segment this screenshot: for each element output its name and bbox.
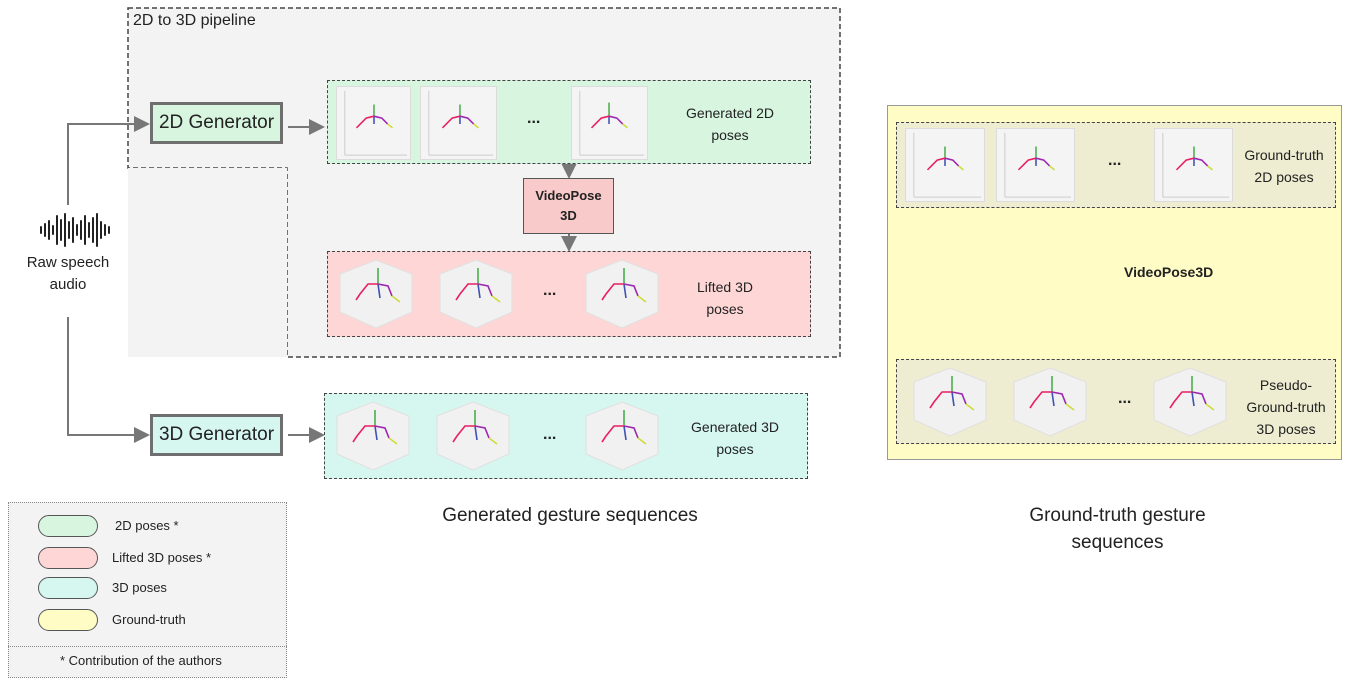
legend-footnote: * Contribution of the authors — [60, 653, 222, 668]
pose-2d-tile — [996, 128, 1075, 202]
ground-truth-caption: Ground-truth gesture sequences — [1029, 505, 1206, 553]
pose-2d-tile — [1154, 128, 1233, 202]
3d-generator-label: 3D Generator — [158, 424, 275, 445]
ellipsis: ... — [527, 110, 541, 127]
pose-3d-cube — [336, 256, 416, 332]
legend-divider — [8, 646, 287, 647]
ellipsis: ... — [543, 426, 557, 443]
pose-3d-cube — [436, 256, 516, 332]
videopose3d-box: VideoPose 3D — [523, 178, 614, 234]
legend-swatch-3d — [38, 577, 98, 599]
pose-2d-tile — [336, 86, 411, 160]
lifted-3d-label: Lifted 3D poses — [696, 279, 754, 317]
pose-3d-cube — [433, 398, 513, 474]
generated-caption: Generated gesture sequences — [442, 505, 698, 526]
legend-label: 2D poses * — [115, 518, 179, 533]
gt-videopose3d-label: VideoPose3D — [1124, 264, 1214, 280]
gt-2d-label: Ground-truth 2D poses — [1244, 147, 1324, 185]
pose-2d-tile — [420, 86, 497, 160]
videopose3d-label: VideoPose 3D — [535, 188, 602, 223]
pose-3d-cube — [582, 398, 662, 474]
pose-3d-cube — [333, 398, 413, 474]
legend-label: 3D poses — [112, 580, 167, 595]
gt-3d-label: Pseudo- Ground-truth 3D poses — [1246, 377, 1326, 437]
pose-3d-cube — [910, 364, 990, 440]
legend-swatch-2d — [38, 515, 98, 537]
pose-2d-tile — [905, 128, 985, 202]
audio-label: Raw speech audio — [26, 254, 110, 293]
ellipsis: ... — [543, 282, 557, 299]
legend-swatch-lifted — [38, 547, 98, 569]
generated-3d-label: Generated 3D poses — [691, 419, 779, 457]
legend-swatch-gt — [38, 609, 98, 631]
pose-3d-cube — [1010, 364, 1090, 440]
ellipsis: ... — [1118, 390, 1132, 407]
waveform-icon — [40, 213, 110, 247]
pipeline-title: 2D to 3D pipeline — [133, 12, 256, 29]
pose-3d-cube — [1150, 364, 1230, 440]
pose-3d-cube — [582, 256, 662, 332]
legend-label: Lifted 3D poses * — [112, 550, 212, 565]
3d-generator-box: 3D Generator — [150, 414, 283, 456]
2d-generator-label: 2D Generator — [158, 112, 275, 133]
legend-label: Ground-truth — [112, 612, 186, 627]
generated-2d-label: Generated 2D poses — [686, 105, 774, 143]
2d-generator-box: 2D Generator — [150, 102, 283, 144]
pose-2d-tile — [571, 86, 648, 160]
ellipsis: ... — [1108, 152, 1122, 169]
